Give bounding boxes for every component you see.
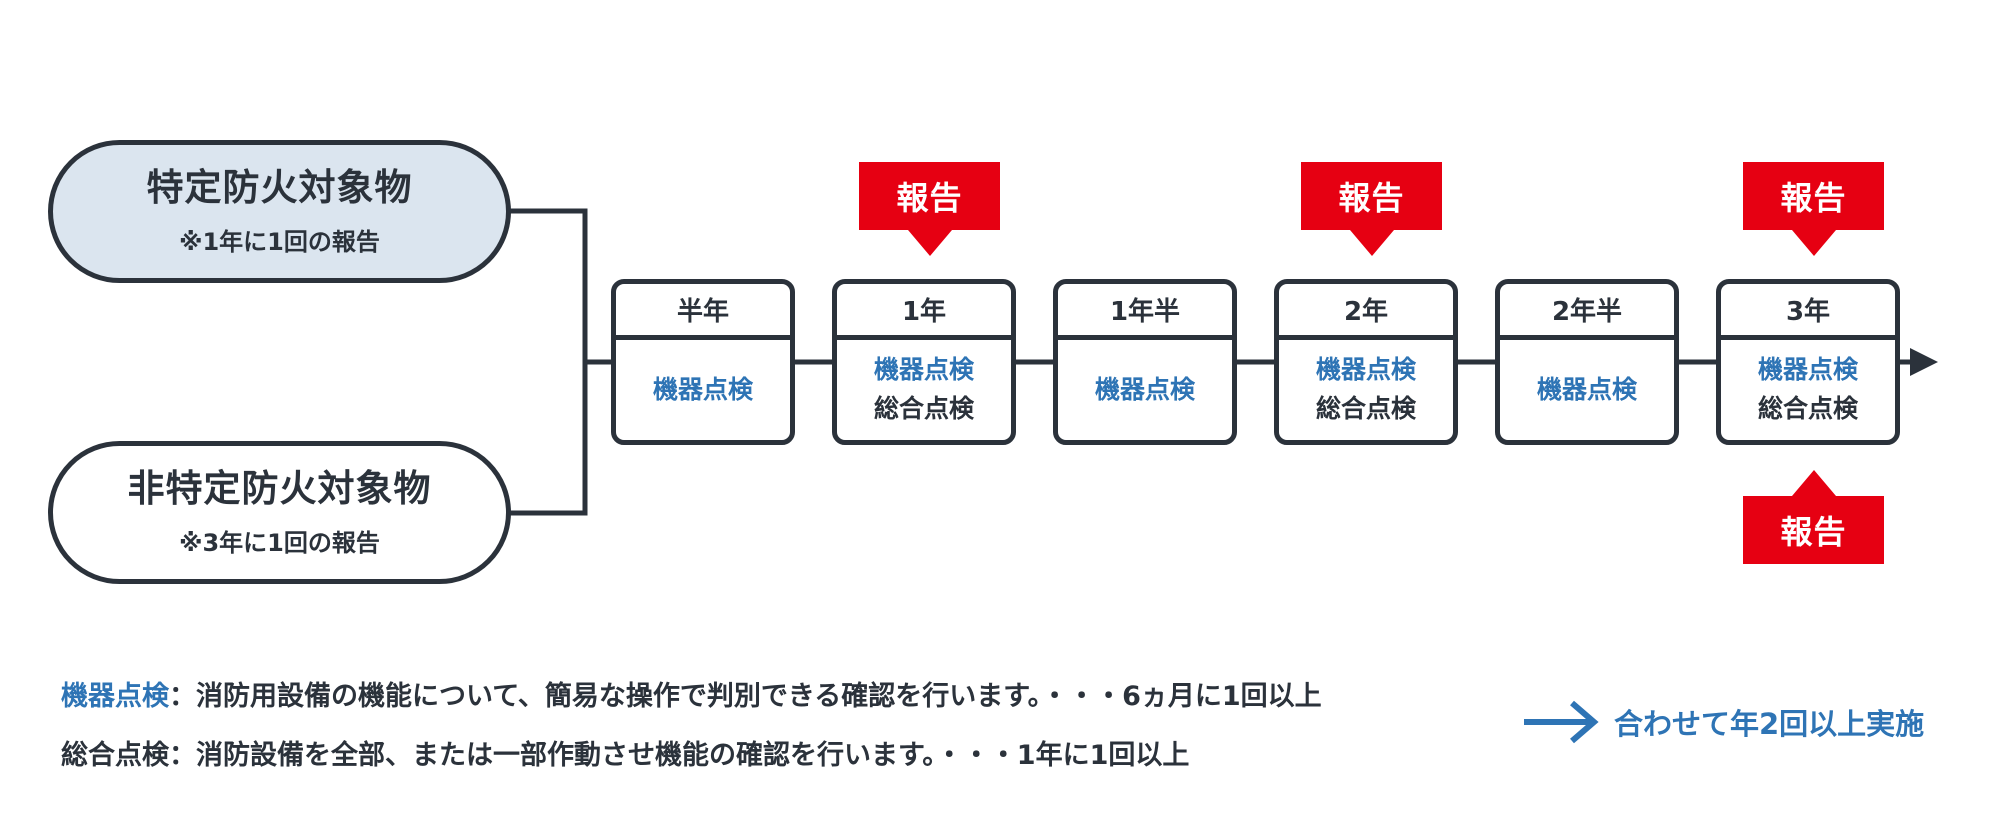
legend-comprehensive: 総合点検：消防設備を全部、または一部作動させ機能の確認を行います。・・・1年に1…	[61, 733, 1189, 772]
inspection-equipment: 機器点検	[873, 355, 974, 385]
inspection-equipment: 機器点検	[1536, 374, 1637, 404]
step-period: 2年	[1279, 284, 1453, 340]
step-inspections: 機器点検 総合点検	[1721, 340, 1895, 440]
step-period: 半年	[616, 284, 790, 340]
step-inspections: 機器点検 総合点検	[837, 340, 1011, 440]
timeline-step: 3年 機器点検 総合点検	[1716, 279, 1900, 445]
inspection-equipment: 機器点検	[1094, 374, 1195, 404]
timeline-step: 1年半 機器点検	[1053, 279, 1237, 445]
arrowhead-icon	[1910, 348, 1938, 376]
report-badge: 報告	[1743, 162, 1884, 256]
inspection-comprehensive: 総合点検	[1757, 394, 1858, 423]
step-period: 2年半	[1500, 284, 1674, 340]
step-inspections: 機器点検	[1500, 340, 1674, 440]
category-note: ※1年に1回の報告	[179, 228, 380, 257]
step-inspections: 機器点検 総合点検	[1279, 340, 1453, 440]
right-arrow-icon	[1524, 700, 1599, 744]
inspection-equipment: 機器点検	[1757, 355, 1858, 385]
step-inspections: 機器点検	[616, 340, 790, 440]
category-title: 非特定防火対象物	[127, 466, 432, 510]
report-badge: 報告	[1301, 162, 1442, 256]
timeline-step: 2年 機器点検 総合点検	[1274, 279, 1458, 445]
step-inspections: 機器点検	[1058, 340, 1232, 440]
timeline-step: 半年 機器点検	[611, 279, 795, 445]
inspection-comprehensive: 総合点検	[1315, 394, 1416, 423]
legend-equipment: 機器点検：消防用設備の機能について、簡易な操作で判別できる確認を行います。・・・…	[61, 674, 1322, 713]
summary-note: 合わせて年2回以上実施	[1522, 700, 1924, 744]
timeline-step: 2年半 機器点検	[1495, 279, 1679, 445]
step-period: 1年	[837, 284, 1011, 340]
summary-text: 合わせて年2回以上実施	[1614, 707, 1925, 741]
legend-term: 総合点検	[61, 740, 169, 771]
inspection-equipment: 機器点検	[652, 374, 753, 404]
legend-description: ：消防用設備の機能について、簡易な操作で判別できる確認を行います。・・・6ヵ月に…	[169, 681, 1322, 712]
timeline-step: 1年 機器点検 総合点検	[832, 279, 1016, 445]
category-title: 特定防火対象物	[146, 165, 413, 209]
category-specified: 特定防火対象物 ※1年に1回の報告	[48, 140, 511, 283]
legend-description: ：消防設備を全部、または一部作動させ機能の確認を行います。・・・1年に1回以上	[169, 740, 1190, 771]
category-bracket	[509, 208, 588, 516]
report-badge: 報告	[859, 162, 1000, 256]
inspection-equipment: 機器点検	[1315, 355, 1416, 385]
category-note: ※3年に1回の報告	[179, 529, 380, 558]
category-non-specified: 非特定防火対象物 ※3年に1回の報告	[48, 441, 511, 584]
inspection-comprehensive: 総合点検	[873, 394, 974, 423]
step-period: 3年	[1721, 284, 1895, 340]
report-badge-below: 報告	[1743, 470, 1884, 564]
legend-term: 機器点検	[61, 681, 169, 712]
step-period: 1年半	[1058, 284, 1232, 340]
